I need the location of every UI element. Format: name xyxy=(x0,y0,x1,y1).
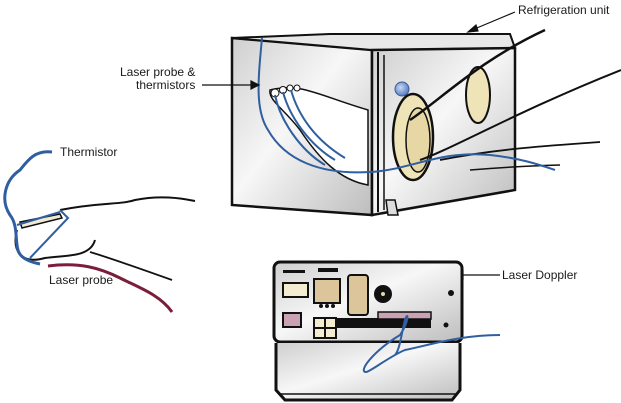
laser-doppler-device xyxy=(272,260,501,402)
label-laser-probe: Laser probe xyxy=(49,273,114,287)
refrigeration-arrow-head xyxy=(466,23,479,33)
refrigeration-arrow xyxy=(471,11,516,31)
refrigeration-unit xyxy=(230,28,621,217)
label-thermistor: Thermistor xyxy=(60,145,118,159)
finger-with-probes xyxy=(3,150,196,313)
label-laser-probe-thermistors-line2: thermistors xyxy=(136,78,196,92)
laser-probe-thermistors-arrow-head xyxy=(250,80,261,90)
label-refrigeration-unit: Refrigeration unit xyxy=(518,3,610,17)
label-laser-doppler: Laser Doppler xyxy=(502,268,578,282)
label-laser-probe-thermistors-line1: Laser probe & xyxy=(120,65,196,79)
